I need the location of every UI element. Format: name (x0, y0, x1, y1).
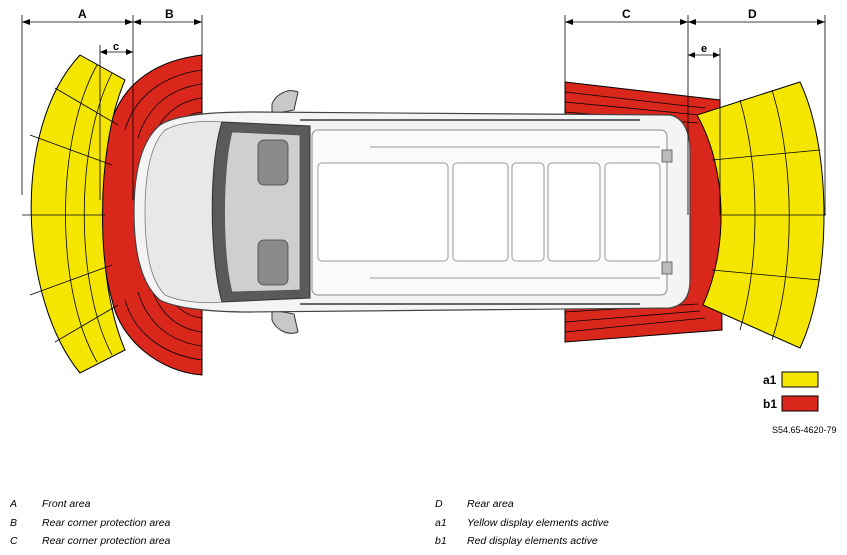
legend-item: A Front area (10, 495, 170, 514)
front-yellow-zone (22, 54, 126, 374)
legend-item: D Rear area (435, 495, 609, 514)
legend-text: Rear area (467, 498, 514, 511)
swatch-b1-label: b1 (763, 397, 777, 411)
dimension-label-b: B (165, 7, 174, 21)
swatch-a1-box (781, 371, 819, 388)
swatch-b1: b1 (763, 395, 819, 412)
vehicle (133, 90, 691, 334)
dimension-label-c: C (622, 7, 631, 21)
dimension-label-c-small: c (113, 41, 119, 53)
legend-text: Front area (42, 498, 91, 511)
legend-item: a1 Yellow display elements active (435, 514, 609, 533)
legend-key: B (10, 516, 18, 529)
legend-item: C Rear corner protection area (10, 532, 170, 551)
legend-key: C (10, 535, 18, 548)
legend-key: a1 (435, 516, 447, 529)
swatch-a1: a1 (763, 371, 819, 388)
rear-yellow-zone (696, 81, 826, 349)
parking-sensor-diagram: A B c C D e a1 b1 (21, 7, 826, 412)
legend-text: Red display elements active (467, 535, 598, 548)
reference-code: S54.65-4620-79 (772, 425, 837, 435)
legend-right: D Rear area a1 Yellow display elements a… (435, 495, 609, 551)
legend-item: B Rear corner protection area (10, 514, 170, 533)
swatch-b1-box (781, 395, 819, 412)
legend-text: Rear corner protection area (42, 516, 171, 529)
dimension-label-e: e (701, 43, 707, 55)
dimension-arrows (22, 19, 825, 58)
swatch-a1-label: a1 (763, 373, 777, 387)
legend-text: Rear corner protection area (42, 535, 171, 548)
dimension-label-a: A (78, 7, 87, 21)
legend-text: Yellow display elements active (467, 516, 609, 529)
legend-key: D (435, 498, 443, 511)
legend-key: A (10, 498, 18, 511)
legend-left: A Front area B Rear corner protection ar… (10, 495, 170, 551)
legend-key: b1 (435, 535, 447, 548)
legend-item: b1 Red display elements active (435, 532, 609, 551)
dimension-label-d: D (748, 7, 757, 21)
